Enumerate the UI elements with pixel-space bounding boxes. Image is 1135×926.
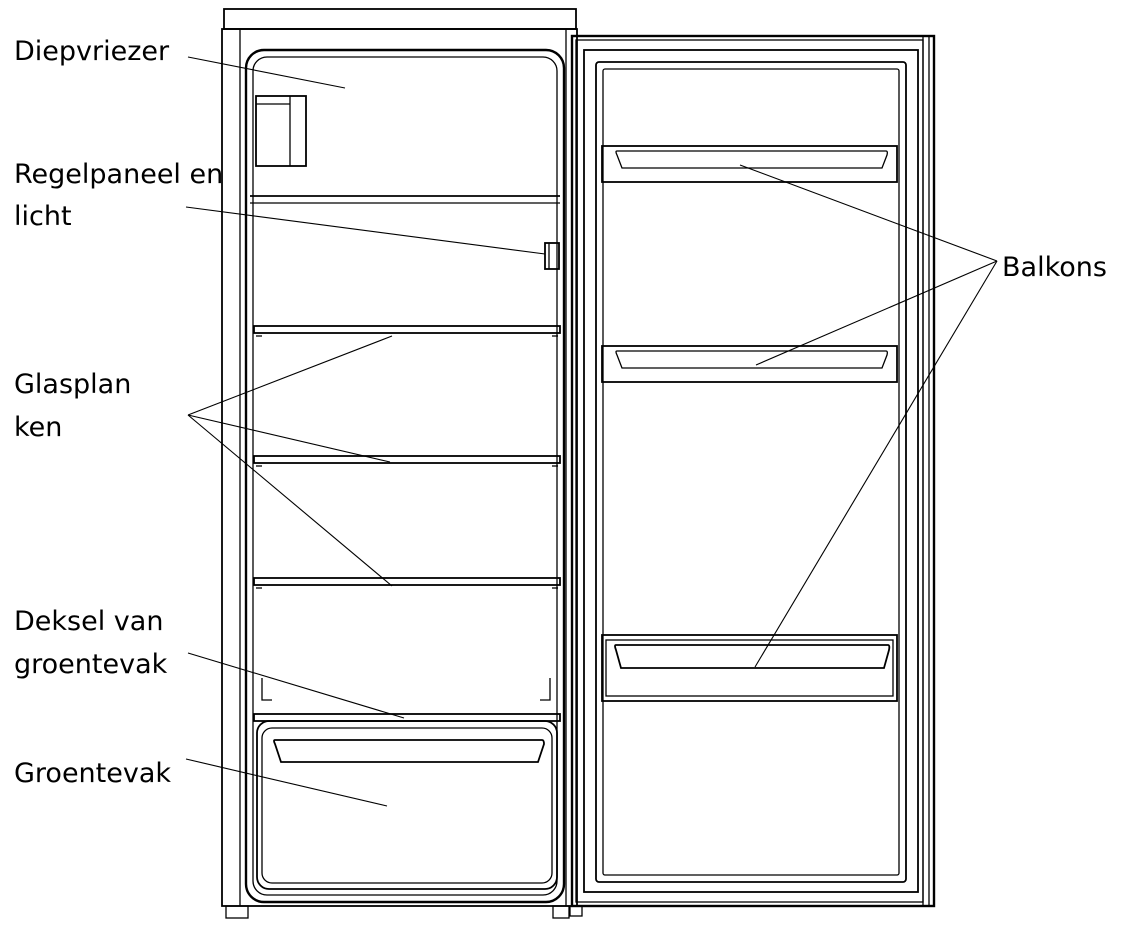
leader-control-panel — [185, 206, 546, 255]
leader-crisper-cover — [187, 652, 405, 719]
leader-balcony-3 — [754, 260, 998, 668]
leader-balcony-1 — [739, 164, 998, 262]
label-glass-shelves-line1: Glasplan — [14, 369, 131, 400]
leader-balcony-2 — [755, 260, 998, 366]
labels: Diepvriezer Regelpaneel en licht Glaspla… — [14, 36, 1107, 789]
fridge-cabinet — [221, 8, 578, 919]
label-crisper: Groentevak — [14, 758, 171, 789]
leader-glass-shelf-3 — [187, 414, 393, 587]
leader-lines — [185, 56, 998, 807]
door-balcony-3 — [601, 634, 898, 702]
door-hinge — [569, 905, 583, 917]
leader-freezer — [187, 56, 346, 89]
label-crisper-cover-line2: groentevak — [14, 649, 168, 680]
crisper-cover — [253, 713, 561, 722]
label-control-panel-line2: licht — [14, 201, 72, 232]
glass-shelf-1 — [253, 325, 561, 337]
cabinet-top — [223, 8, 577, 30]
label-balconies: Balkons — [1002, 252, 1107, 283]
control-panel-light — [544, 242, 560, 270]
door-gasket — [583, 49, 919, 893]
inner-liner — [244, 48, 566, 904]
leader-glass-shelf-1 — [187, 335, 393, 416]
door-outer — [570, 34, 936, 908]
label-control-panel-line1: Regelpaneel en — [14, 159, 223, 190]
fridge-door — [569, 34, 936, 917]
door-balcony-2 — [601, 345, 898, 383]
crisper-handle — [273, 739, 545, 763]
freezer-latch — [255, 95, 307, 167]
freezer-compartment — [250, 95, 560, 204]
label-crisper-cover-line1: Deksel van — [14, 606, 163, 637]
label-freezer: Diepvriezer — [14, 36, 170, 67]
glass-shelf-2 — [253, 455, 561, 467]
leader-crisper — [185, 758, 388, 807]
leader-glass-shelf-2 — [187, 414, 391, 463]
cabinet-outer — [221, 28, 578, 907]
glass-shelf-3 — [253, 577, 561, 589]
door-balcony-1 — [601, 145, 898, 183]
label-glass-shelves-line2: ken — [14, 412, 62, 443]
cabinet-foot-left — [225, 905, 249, 919]
crisper-drawer — [256, 720, 558, 890]
cabinet-foot-right — [552, 905, 570, 919]
